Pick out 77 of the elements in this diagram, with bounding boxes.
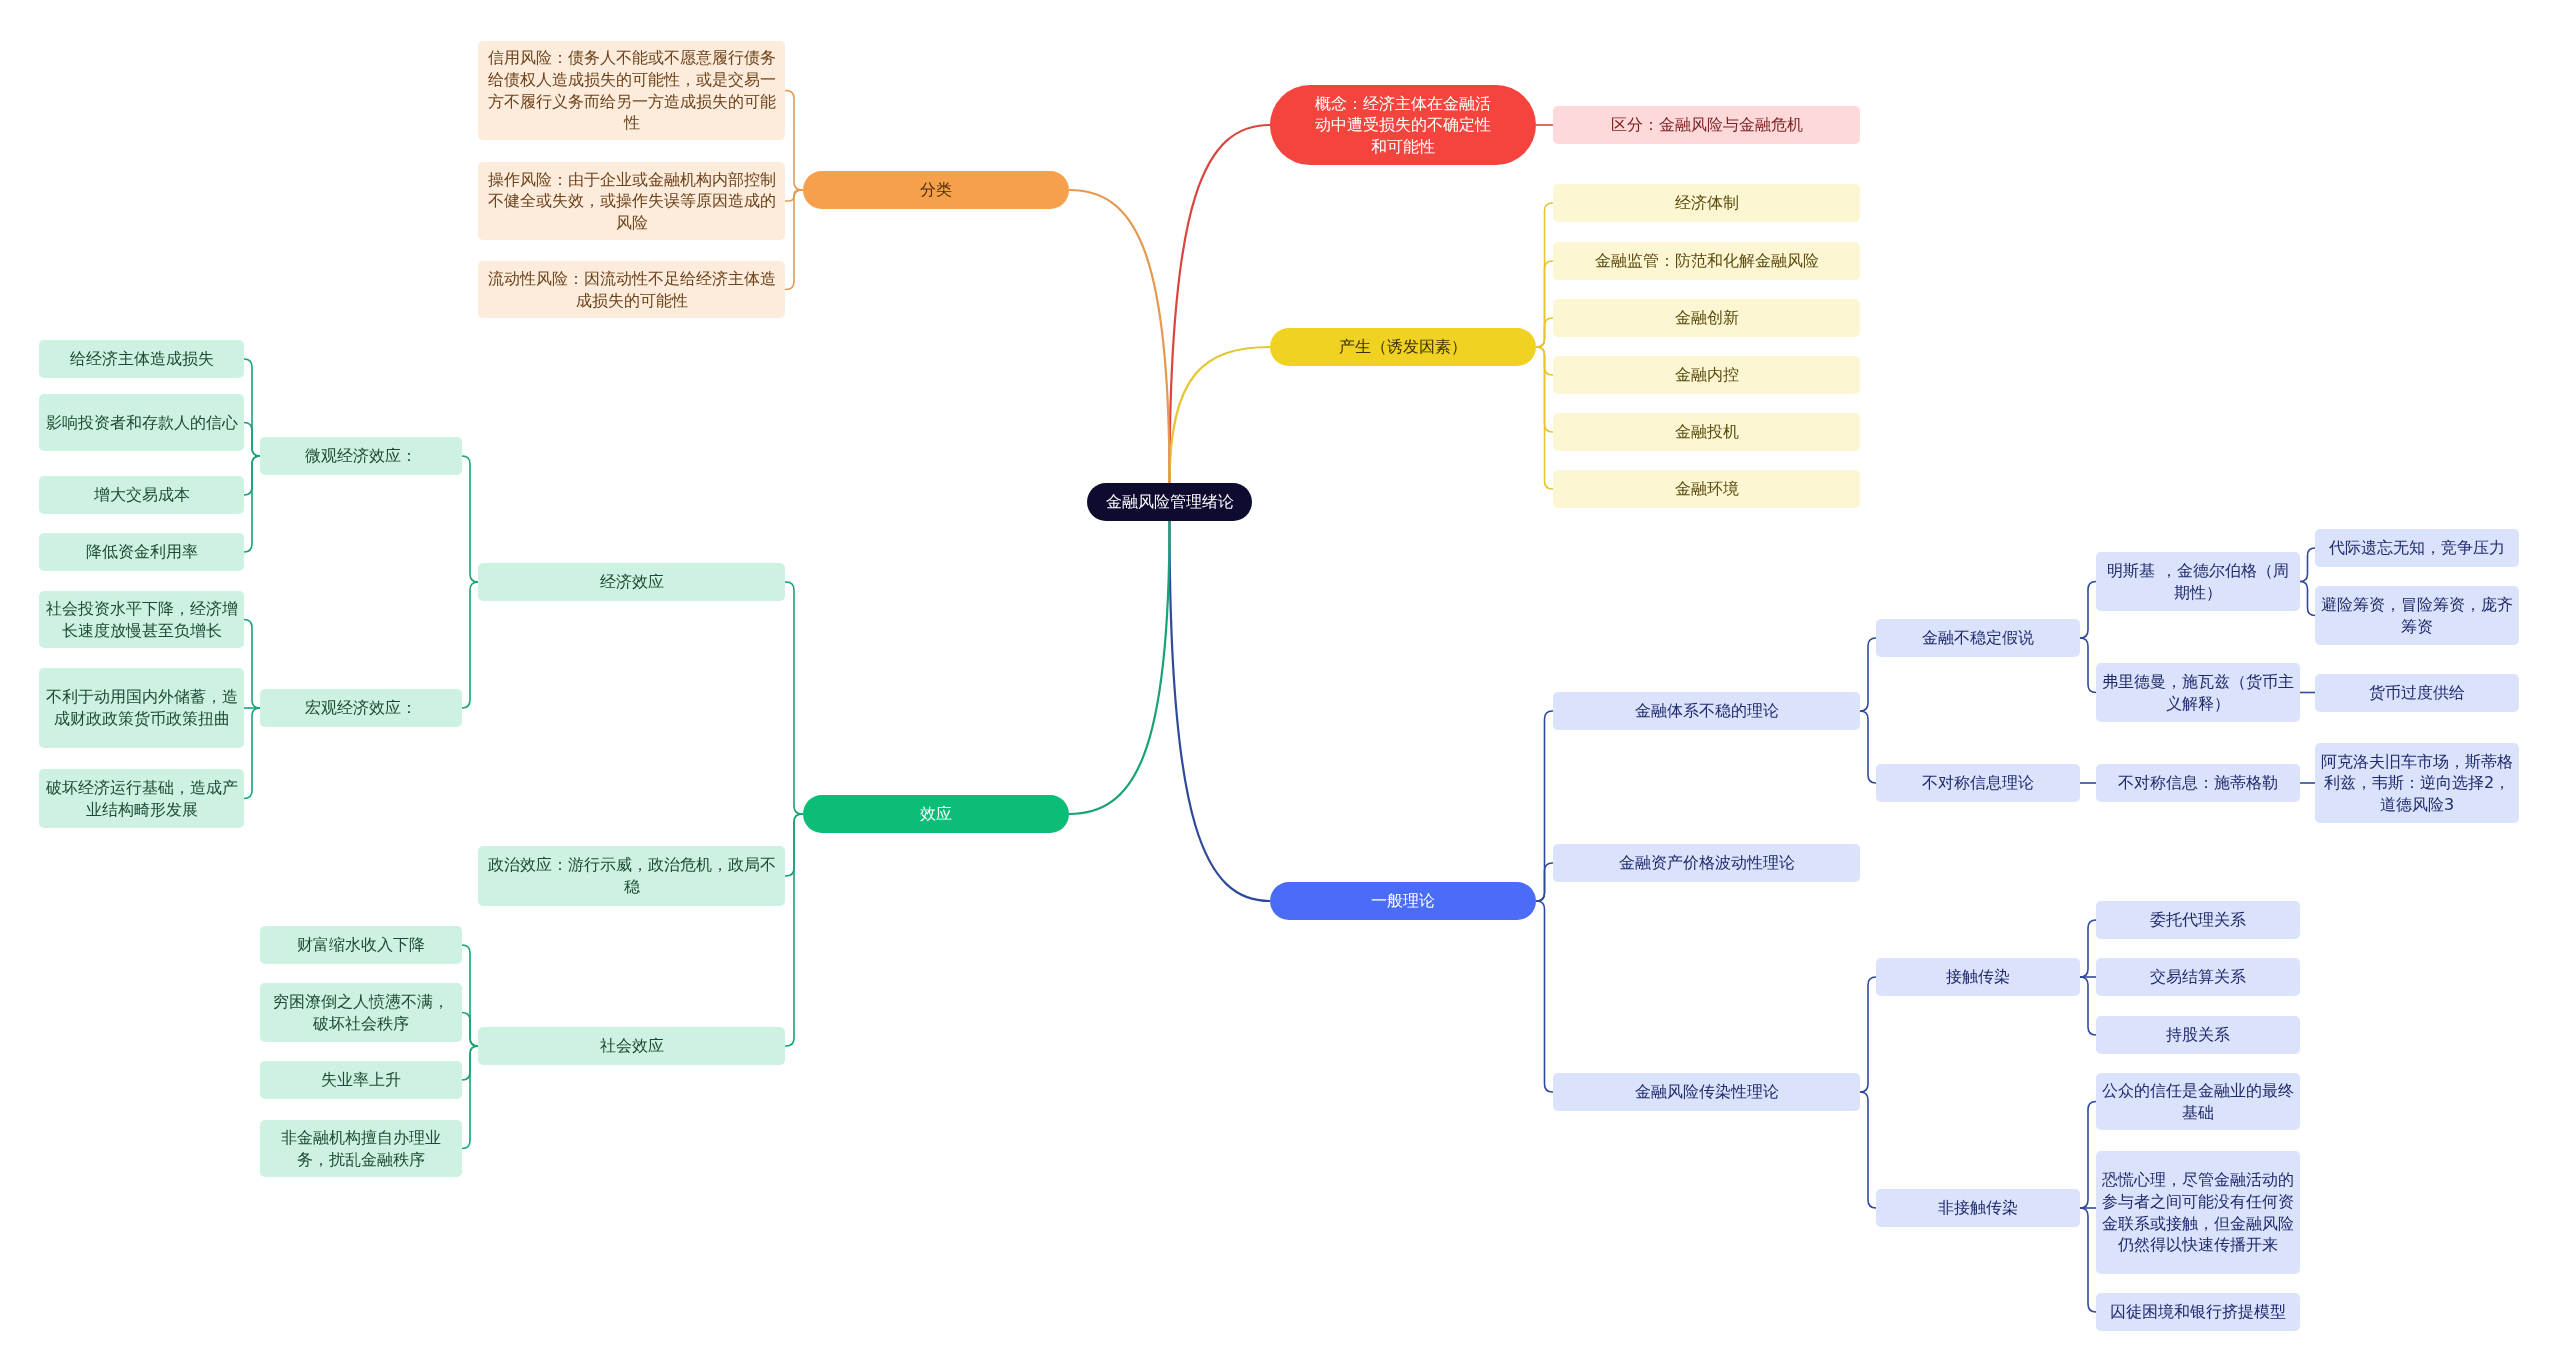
branch-pill: 产生（诱发因素） [1270,328,1536,366]
topic-box: 金融不稳定假说 [1876,619,2080,657]
topic-box: 金融环境 [1553,470,1860,508]
topic-box: 破坏经济运行基础，造成产业结构畸形发展 [39,769,244,828]
topic-box: 阿克洛夫旧车市场，斯蒂格利兹，韦斯：逆向选择2，道德风险3 [2315,743,2519,823]
topic-box: 金融投机 [1553,413,1860,451]
topic-box: 委托代理关系 [2096,901,2300,939]
connector-line [784,189,804,291]
topic-box: 金融体系不稳的理论 [1553,692,1860,730]
topic-box: 政治效应：游行示威，政治危机，政局不稳 [478,846,785,906]
topic-box: 弗里德曼，施瓦兹（货币主义解释） [2096,663,2300,722]
topic-box: 避险筹资，冒险筹资，庞齐筹资 [2315,586,2519,645]
connector-line [1859,637,1877,712]
topic-box: 不利于动用国内外储蓄，造成财政政策货币政策扭曲 [39,668,244,748]
connector-line [461,581,479,709]
topic-box: 流动性风险：因流动性不足给经济主体造成损失的可能性 [478,261,785,318]
connector-line [461,1011,479,1047]
connector-line [2299,580,2316,617]
topic-box: 穷困潦倒之人愤懑不满，破坏社会秩序 [260,983,462,1042]
connector-line [1859,1091,1877,1209]
connector-line [2299,782,2316,784]
topic-box: 社会投资水平下降，经济增长速度放慢甚至负增长 [39,591,244,648]
topic-box: 影响投资者和存款人的信心 [39,394,244,451]
topic-box: 非接触传染 [1876,1189,2080,1227]
topic-box: 接触传染 [1876,958,2080,996]
topic-box: 货币过度供给 [2315,674,2519,712]
branch-pill: 效应 [803,795,1069,833]
connector-line [2299,547,2316,583]
topic-box: 失业率上升 [260,1061,462,1099]
connector-line [1535,900,1554,1093]
topic-box: 交易结算关系 [2096,958,2300,996]
connector-line [2079,976,2097,1036]
connector-line [461,1045,479,1150]
topic-box: 恐慌心理，尽管金融活动的参与者之间可能没有任何资金联系或接触，但金融风险仍然得以快速传播开来 [2096,1151,2300,1274]
topic-box: 微观经济效应： [260,437,462,475]
connector-line [784,813,804,1047]
connector-line [1535,124,1554,126]
connector-line [243,455,261,553]
topic-box: 区分：金融风险与金融危机 [1553,106,1860,144]
topic-box: 金融资产价格波动性理论 [1553,844,1860,882]
topic-box: 不对称信息：施蒂格勒 [2096,764,2300,802]
topic-box: 金融监管：防范和化解金融风险 [1553,242,1860,280]
topic-box: 宏观经济效应： [260,689,462,727]
topic-box: 降低资金利用率 [39,533,244,571]
connector-line [1535,346,1554,490]
topic-box: 经济体制 [1553,184,1860,222]
topic-box: 社会效应 [478,1027,785,1065]
topic-box: 信用风险：债务人不能或不愿意履行债务给债权人造成损失的可能性，或是交易一方不履行义务而给另一方造成损失的可能性 [478,41,785,140]
topic-box: 非金融机构擅自办理业务，扰乱金融秩序 [260,1120,462,1177]
topic-box: 代际遗忘无知，竞争压力 [2315,529,2519,567]
connector-line [1068,188,1171,483]
topic-box: 金融内控 [1553,356,1860,394]
connector-line [1859,976,1877,1093]
connector-line [2079,1207,2097,1313]
topic-box: 金融创新 [1553,299,1860,337]
connector-line [461,455,479,583]
connector-line [2079,580,2097,639]
central-topic: 金融风险管理绪论 [1087,483,1252,521]
branch-pill: 分类 [803,171,1069,209]
topic-box: 明斯基 ，金德尔伯格（周期性） [2096,552,2300,611]
connector-line [1068,521,1171,816]
branch-pill: 一般理论 [1270,882,1536,920]
topic-box: 给经济主体造成损失 [39,340,244,378]
topic-box: 囚徒困境和银行挤提模型 [2096,1293,2300,1331]
branch-pill: 概念：经济主体在金融活动中遭受损失的不确定性和可能性 [1270,85,1536,165]
connector-line [2079,782,2097,784]
connector-line [243,707,261,800]
topic-box: 公众的信任是金融业的最终基础 [2096,1073,2300,1130]
topic-box: 金融风险传染性理论 [1553,1073,1860,1111]
topic-box: 不对称信息理论 [1876,764,2080,802]
topic-box: 财富缩水收入下降 [260,926,462,964]
topic-box: 经济效应 [478,563,785,601]
topic-box: 增大交易成本 [39,476,244,514]
connector-line [1859,710,1877,784]
topic-box: 操作风险：由于企业或金融机构内部控制不健全或失效，或操作失误等原因造成的风险 [478,162,785,240]
connector-line [2079,637,2097,694]
topic-box: 持股关系 [2096,1016,2300,1054]
